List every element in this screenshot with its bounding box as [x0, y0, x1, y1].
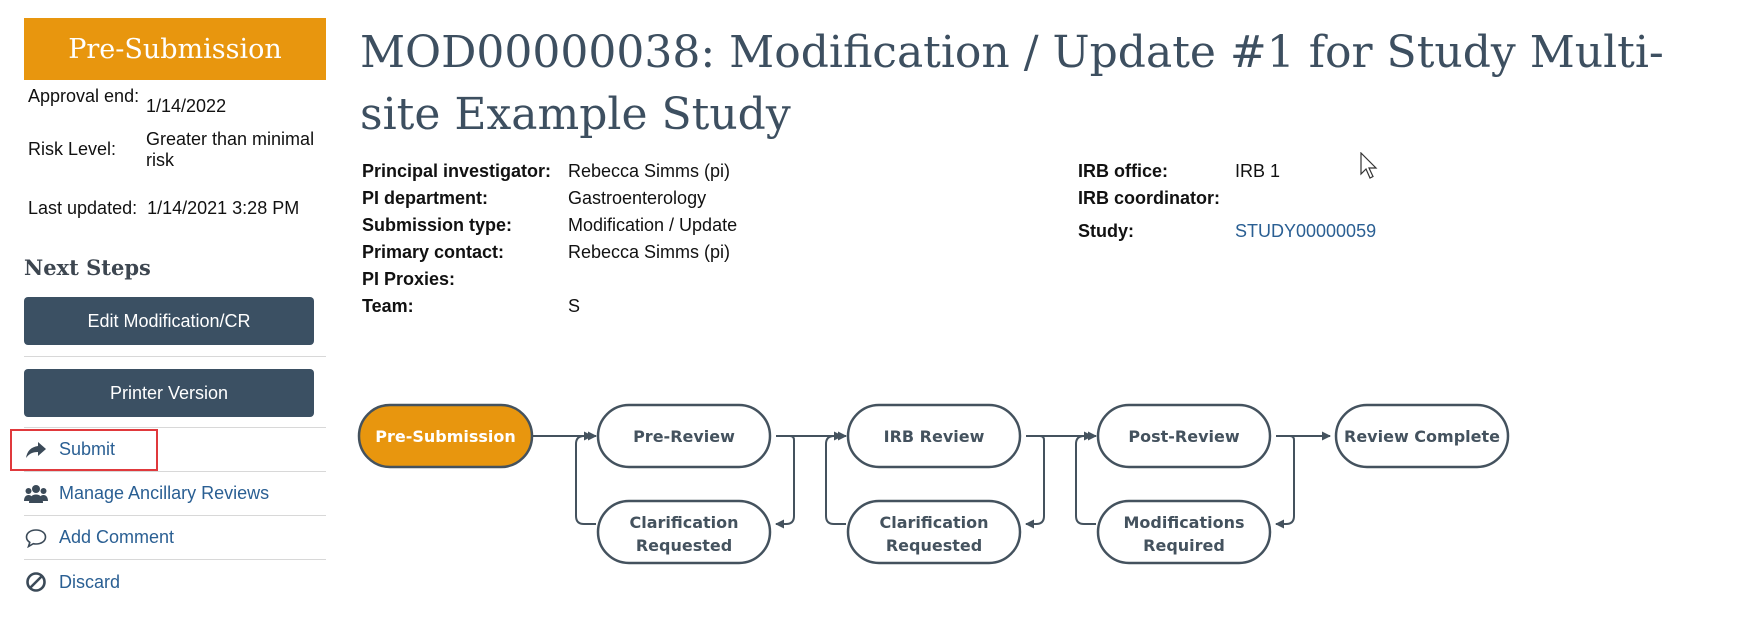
comment-icon — [24, 526, 48, 550]
detail-label: Primary contact: — [362, 242, 505, 262]
detail-label: Submission type: — [362, 215, 513, 235]
add-comment-link[interactable]: Add Comment — [24, 516, 326, 560]
detail-label: PI Proxies: — [362, 269, 456, 289]
detail-label: Principal investigator: — [362, 161, 552, 181]
workflow-state-modifications-required: Modifications Required — [1096, 499, 1272, 565]
state-label: Pre-Submission — [375, 427, 516, 446]
manage-ancillary-reviews-label: Manage Ancillary Reviews — [59, 483, 270, 503]
workflow-state-clarification-requested: Clarification Requested — [846, 499, 1022, 565]
detail-row: PI department: Gastroenterology — [362, 185, 737, 212]
page-title: MOD00000038: Modification / Update #1 fo… — [360, 27, 1664, 140]
divider — [24, 427, 326, 428]
workflow-state-clarification-requested: Clarification Requested — [596, 499, 772, 565]
add-comment-label: Add Comment — [59, 527, 175, 547]
submit-link[interactable]: Submit — [10, 428, 326, 472]
state-label: Modifications — [1123, 513, 1244, 532]
detail-value: Gastroenterology — [568, 188, 707, 208]
loop-arrow-down — [1275, 435, 1295, 529]
risk-level-label: Risk Level: — [28, 139, 117, 159]
detail-row: Team: S — [362, 293, 737, 320]
manage-ancillary-reviews-link[interactable]: Manage Ancillary Reviews — [24, 472, 326, 516]
loop-arrow-down — [775, 435, 795, 529]
detail-value: Modification / Update — [568, 215, 738, 235]
workflow-state-review-complete: Review Complete — [1334, 403, 1510, 469]
state-label: Pre-Review — [633, 427, 735, 446]
sidebar: Pre-Submission Approval end: 1/14/2022 R… — [10, 18, 326, 604]
divider — [24, 356, 326, 357]
approval-end-value: 1/14/2022 — [146, 96, 227, 116]
detail-row: Principal investigator: Rebecca Simms (p… — [362, 158, 737, 185]
next-steps-actions: Edit Modification/CR Printer Version Sub… — [10, 297, 326, 604]
state-label: Post-Review — [1128, 427, 1239, 446]
detail-value: S — [568, 296, 581, 316]
details-left-column: Principal investigator: Rebecca Simms (p… — [362, 158, 737, 320]
detail-row: IRB office: IRB 1 — [1078, 158, 1376, 185]
detail-label: IRB coordinator: — [1078, 188, 1220, 208]
detail-row: Submission type: Modification / Update — [362, 212, 737, 239]
workflow-state-pre-review: Pre-Review — [596, 403, 772, 469]
users-icon — [24, 482, 48, 506]
last-updated-value: 1/14/2021 3:28 PM — [147, 198, 300, 218]
state-label: Requested — [636, 536, 732, 555]
details-right-column: IRB office: IRB 1 IRB coordinator: Study… — [1078, 158, 1376, 245]
detail-value: Rebecca Simms (pi) — [568, 161, 731, 181]
state-label: Review Complete — [1344, 427, 1500, 446]
workflow-state-irb-review: IRB Review — [846, 403, 1022, 469]
main-content: MOD00000038: Modification / Update #1 fo… — [360, 22, 1730, 318]
loop-arrow-up — [825, 431, 847, 525]
printer-version-button[interactable]: Printer Version — [24, 369, 314, 417]
submission-details: Principal investigator: Rebecca Simms (p… — [360, 158, 1730, 318]
edit-modification-button[interactable]: Edit Modification/CR — [24, 297, 314, 345]
loop-arrow-up — [575, 431, 597, 525]
last-updated-label: Last updated: — [28, 198, 138, 218]
state-label: Clarification — [879, 513, 988, 532]
detail-row: IRB coordinator: — [1078, 185, 1376, 212]
detail-label: PI department: — [362, 188, 489, 208]
state-label: IRB Review — [884, 427, 985, 446]
state-label: Required — [1143, 536, 1225, 555]
last-updated-row: Last updated: 1/14/2021 3:28 PM — [24, 198, 326, 219]
state-banner: Pre-Submission — [24, 18, 326, 80]
share-arrow-icon — [24, 438, 48, 462]
workflow-state-pre-submission: Pre-Submission — [357, 403, 534, 469]
state-label: Requested — [886, 536, 982, 555]
risk-level-value: Greater than minimal risk — [146, 129, 315, 170]
detail-label: Team: — [362, 296, 414, 316]
risk-level-row: Risk Level: Greater than minimal risk — [24, 129, 326, 171]
detail-label: Study: — [1078, 221, 1134, 241]
discard-label: Discard — [59, 571, 121, 592]
workflow-diagram: Pre-Submission Pre-Review IRB Review Pos… — [357, 403, 1510, 565]
study-link[interactable]: STUDY00000059 — [1235, 221, 1377, 241]
approval-end-label: Approval end: — [28, 86, 140, 106]
next-steps-title: Next Steps — [24, 255, 151, 280]
discard-link[interactable]: Discard — [24, 560, 326, 604]
loop-arrow-down — [1025, 435, 1045, 529]
submit-label: Submit — [59, 439, 116, 459]
detail-value: IRB 1 — [1235, 161, 1281, 181]
detail-row: PI Proxies: — [362, 266, 737, 293]
loop-arrow-up — [1075, 431, 1097, 525]
detail-label: IRB office: — [1078, 161, 1168, 181]
mouse-cursor-icon — [1360, 151, 1380, 185]
detail-row: Primary contact: Rebecca Simms (pi) — [362, 239, 737, 266]
workflow-state-post-review: Post-Review — [1096, 403, 1272, 469]
ban-icon — [24, 570, 48, 594]
state-label: Clarification — [629, 513, 738, 532]
detail-row: Study: STUDY00000059 — [1078, 218, 1376, 245]
approval-end-row: Approval end: 1/14/2022 — [24, 86, 326, 117]
detail-value: Rebecca Simms (pi) — [568, 242, 731, 262]
